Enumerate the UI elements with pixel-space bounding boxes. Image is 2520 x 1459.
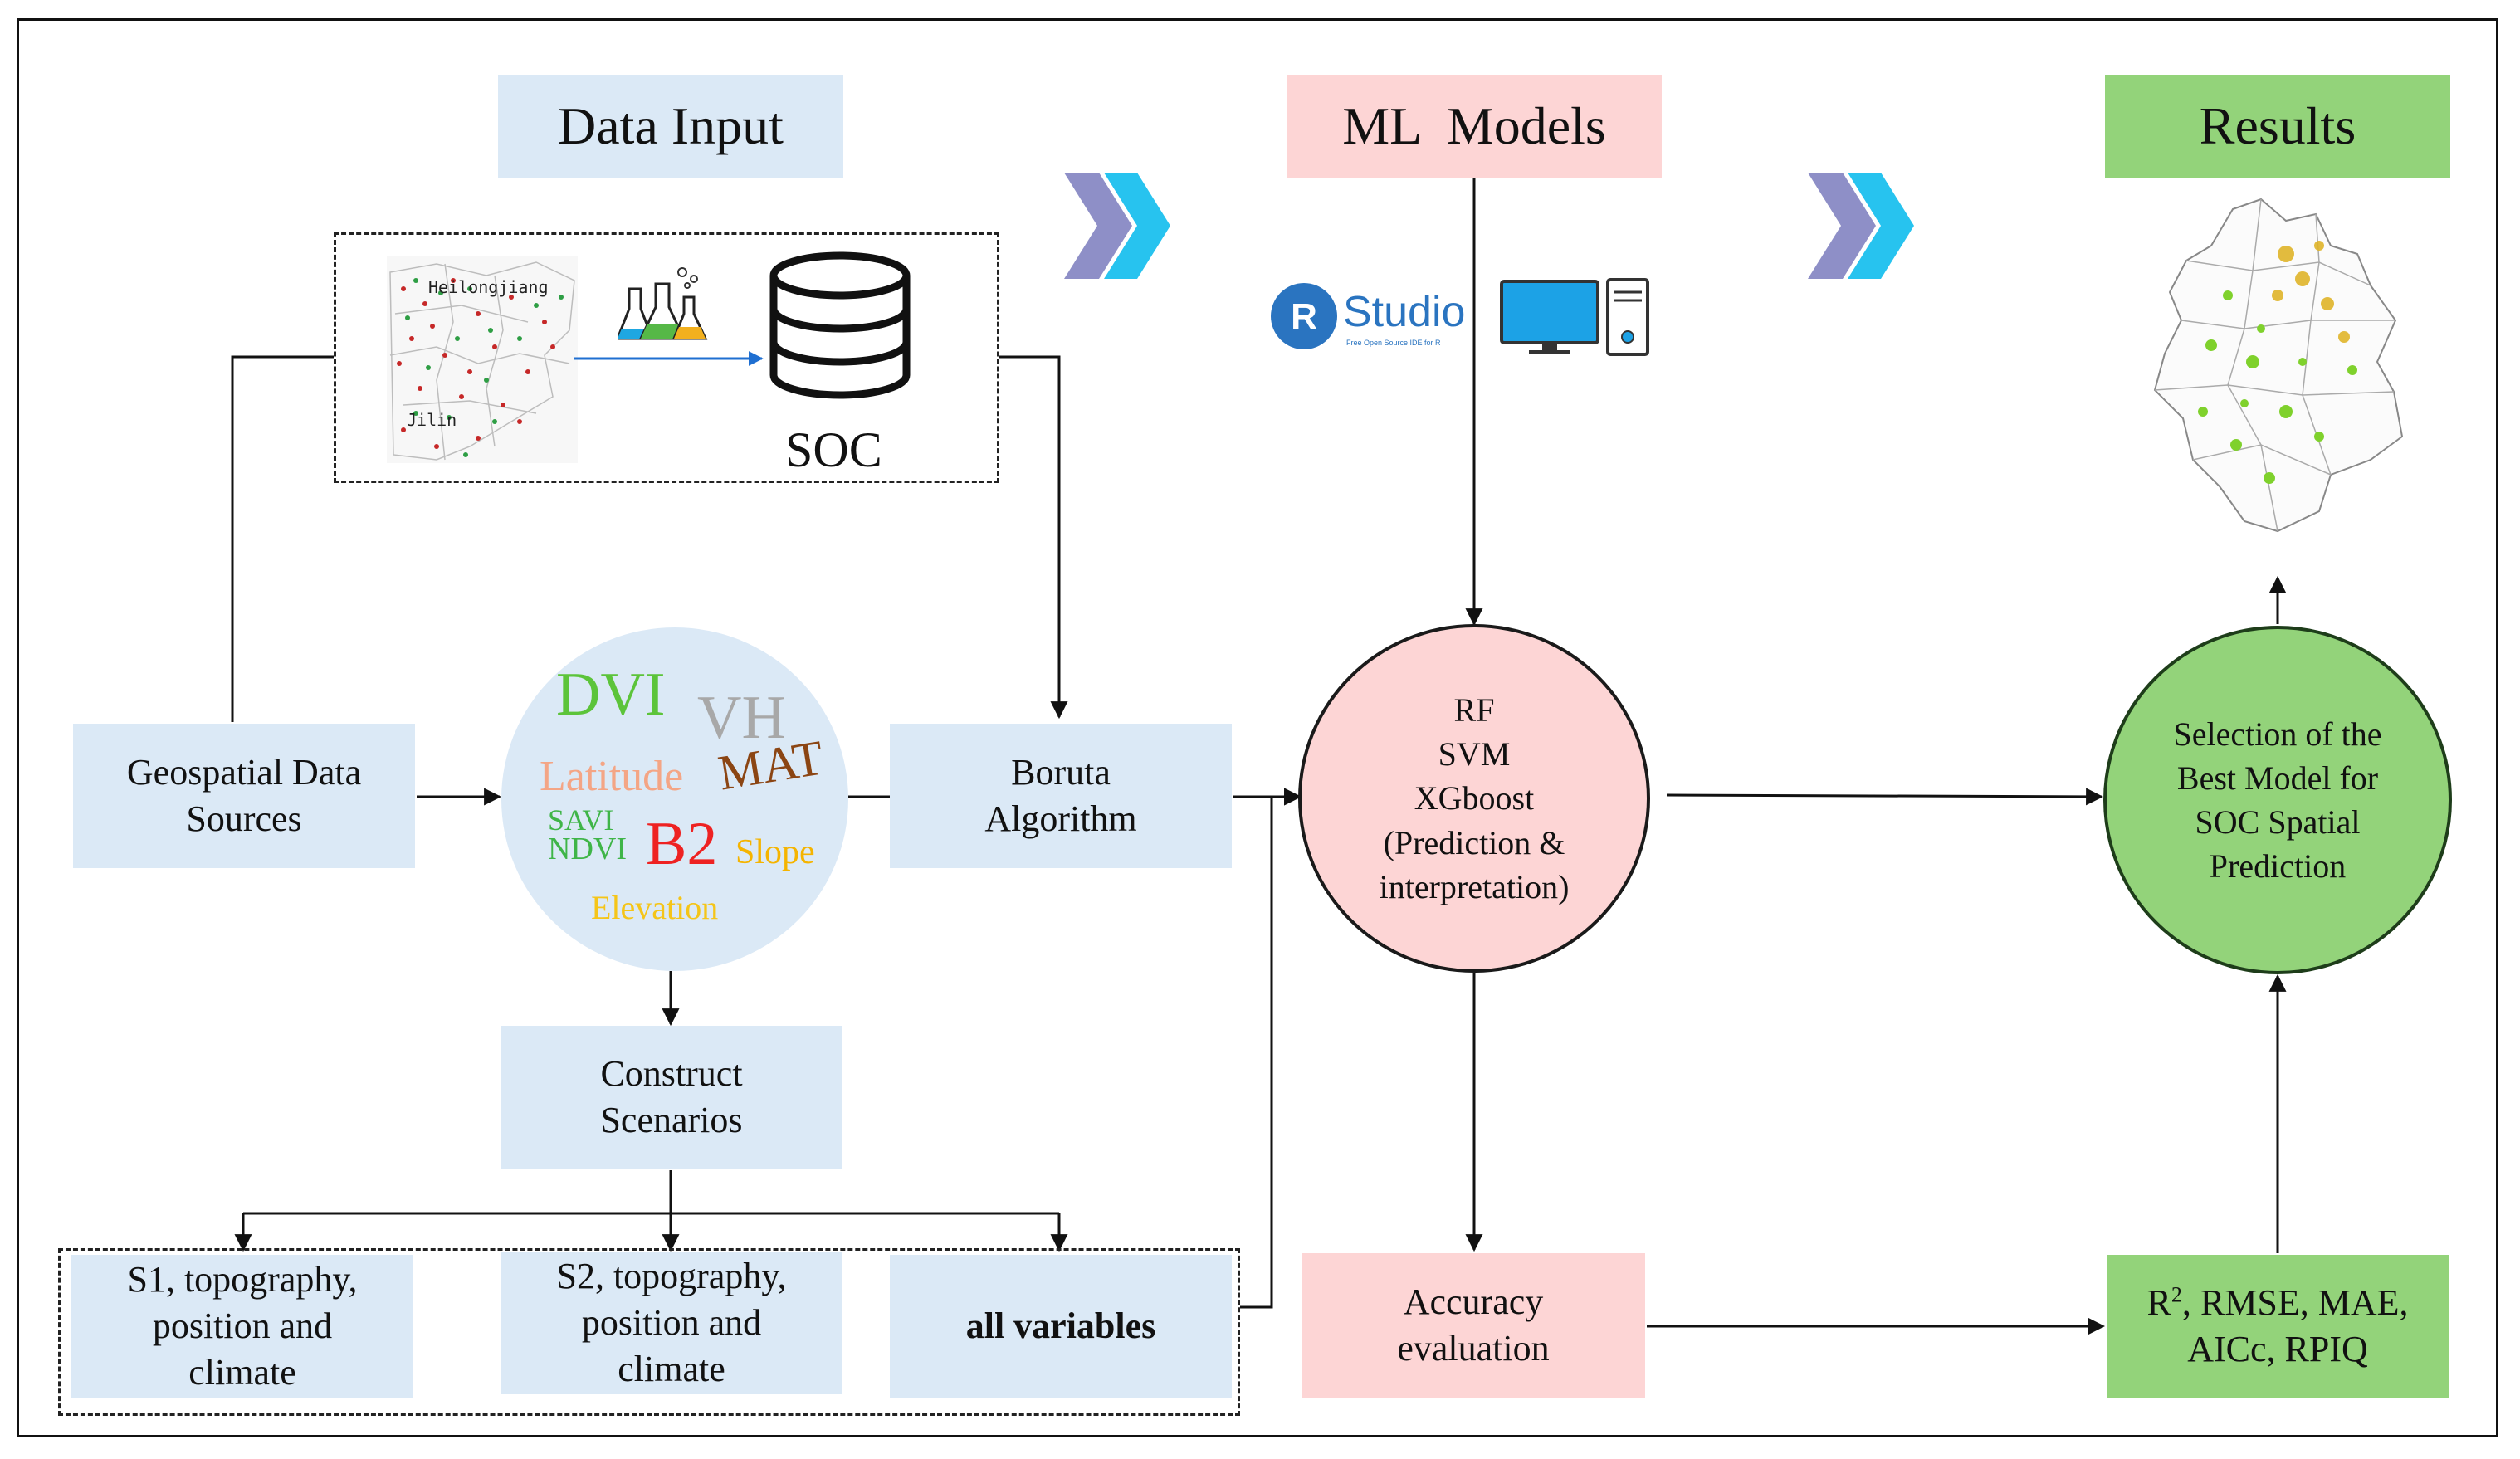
node-geospatial-data-sources: Geospatial Data Sources (73, 724, 415, 868)
rstudio-name: Studio (1343, 288, 1466, 336)
circle-best-model-selection: Selection of the Best Model for SOC Spat… (2103, 626, 2452, 974)
circle-ml-models: RF SVM XGboost (Prediction & interpretat… (1298, 624, 1650, 973)
word-vh: VH (697, 684, 786, 752)
lab-flasks-icon (618, 267, 708, 340)
scenarios-panel (58, 1248, 1240, 1416)
variables-word-cloud (501, 627, 848, 971)
word-ndvi: NDVI (548, 832, 627, 866)
word-dvi: DVI (556, 661, 666, 729)
metrics-list: , RMSE, MAE, AICc, RPIQ (2181, 1281, 2409, 1369)
connector-geospatial-to-data (231, 355, 334, 722)
arrow-map-to-soc (574, 351, 764, 366)
monitor-icon (1500, 280, 1599, 354)
soc-label: SOC (785, 422, 882, 477)
word-savi: SAVI (548, 803, 614, 837)
figure-frame (17, 18, 2498, 1437)
rstudio-badge-text: R (1291, 296, 1317, 337)
node-scenario-s1: S1, topography, position and climate (71, 1255, 413, 1398)
node-accuracy-evaluation: Accuracy evaluation (1302, 1253, 1645, 1398)
database-icon (769, 251, 911, 399)
node-metrics: R2, RMSE, MAE, AICc, RPIQ (2107, 1255, 2449, 1398)
map-label-heilongjiang: Heilongjiang (428, 277, 549, 297)
word-b2: B2 (646, 810, 718, 878)
chevron-double-icon (1064, 173, 1170, 279)
arrow-scenarios-to-models (1240, 788, 1302, 1309)
map-label-jilin: Jilin (407, 410, 457, 430)
node-scenario-s2: S2, topography, position and climate (501, 1252, 842, 1394)
computer-tower-icon (1606, 278, 1649, 356)
rstudio-logo: R (1271, 283, 1337, 349)
node-boruta-algorithm: Boruta Algorithm (890, 724, 1232, 868)
arrow-models-to-selection (1666, 788, 2104, 806)
soc-prediction-map (2153, 198, 2404, 533)
metrics-superscript: 2 (2171, 1282, 2182, 1307)
arrow-data-to-boruta (999, 355, 1068, 720)
rstudio-subtitle: Free Open Source IDE for R (1346, 339, 1441, 347)
header-data-input: Data Input (498, 75, 843, 178)
header-ml-models: ML Models (1287, 75, 1662, 178)
node-construct-scenarios: Construct Scenarios (501, 1026, 842, 1169)
word-slope: Slope (735, 833, 815, 871)
heilongjiang-jilin-map (387, 256, 578, 463)
data-input-panel (334, 232, 999, 483)
node-scenario-all-variables: all variables (890, 1255, 1232, 1398)
metrics-r: R (2146, 1281, 2171, 1323)
word-latitude: Latitude (540, 753, 684, 800)
word-elevation: Elevation (591, 889, 719, 926)
header-results: Results (2105, 75, 2450, 178)
chevron-double-icon (1808, 173, 1914, 279)
